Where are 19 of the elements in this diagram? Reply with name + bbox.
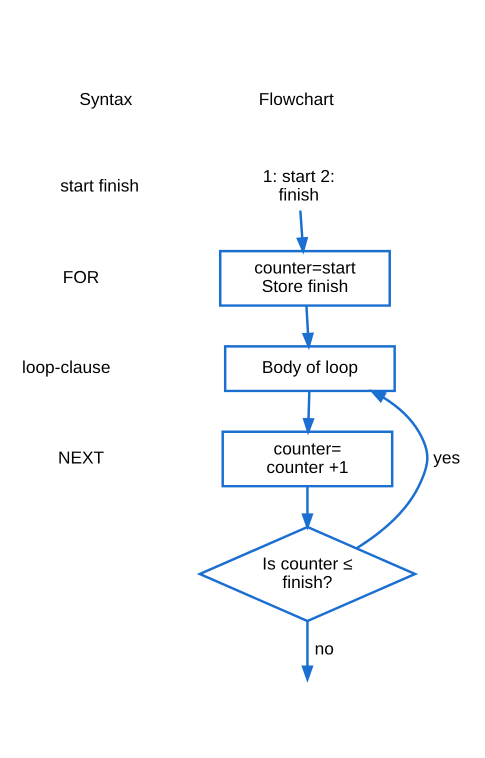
arrow [301,621,314,683]
node-text: 1: start 2: finish [262,166,335,205]
arrow [302,306,314,350]
node-box: counter= counter +1 [221,430,394,488]
edge-label: no [314,638,334,659]
arrow [302,391,315,436]
label: NEXT [58,448,104,468]
label: start finish [60,175,140,196]
label: FOR [62,266,100,287]
label: Syntax [79,88,132,109]
arrow [356,389,429,550]
node-box: counter=start Store finish [219,250,391,307]
label: loop-clause [22,357,110,378]
arrow [301,486,314,531]
node-diamond: Is counter ≤ finish? [196,526,418,622]
node-box: Body of loop [224,345,396,392]
edge-label: yes [433,448,460,468]
label: Flowchart [258,88,334,109]
arrow [296,210,308,255]
